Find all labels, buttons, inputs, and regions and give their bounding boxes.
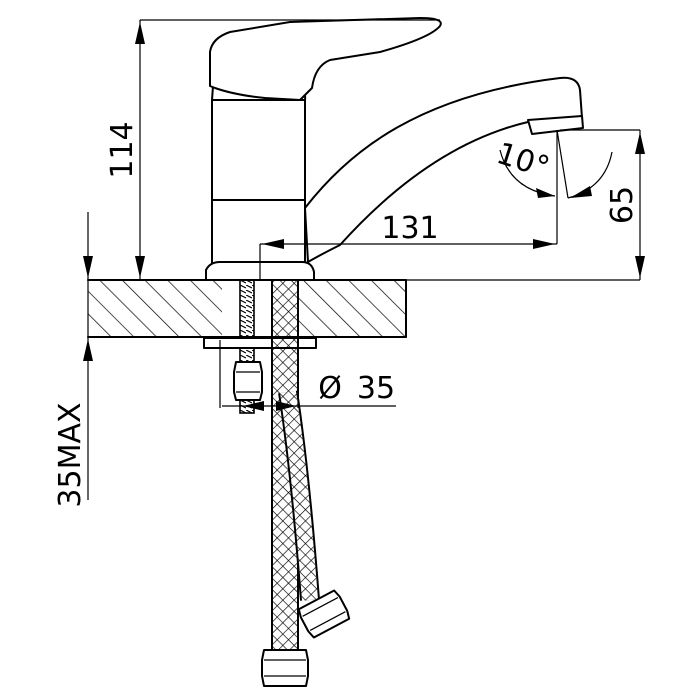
angle-label: 10°	[492, 136, 553, 186]
hose-nut-lower	[261, 649, 309, 687]
flex-hose-branch	[278, 390, 351, 639]
max-thickness-label: 35MAX	[53, 402, 88, 507]
faucet-body	[205, 17, 584, 281]
countertop-section	[87, 278, 640, 340]
height-label: 114	[105, 121, 140, 178]
flex-hose-main	[261, 279, 309, 687]
outlet-height-label: 65	[605, 186, 640, 224]
dimension-hole-diameter: Ø 35	[219, 340, 396, 411]
diameter-symbol: Ø	[318, 371, 342, 406]
diameter-label: 35	[357, 371, 395, 406]
dimension-reach: 131	[259, 130, 558, 280]
dimension-angle: 10°	[492, 129, 613, 199]
aerator	[527, 115, 584, 135]
dimension-height: 114	[105, 19, 440, 280]
dimension-outlet-height: 65	[560, 129, 645, 280]
hose-nut-branch	[297, 589, 351, 639]
reach-label: 131	[381, 211, 438, 246]
mounting-nut	[233, 361, 263, 401]
dimension-max-thickness: 35MAX	[53, 212, 93, 508]
lever-handle	[209, 17, 442, 101]
faucet-column	[211, 99, 306, 269]
spout	[304, 76, 583, 263]
mounting-stud	[203, 279, 317, 414]
